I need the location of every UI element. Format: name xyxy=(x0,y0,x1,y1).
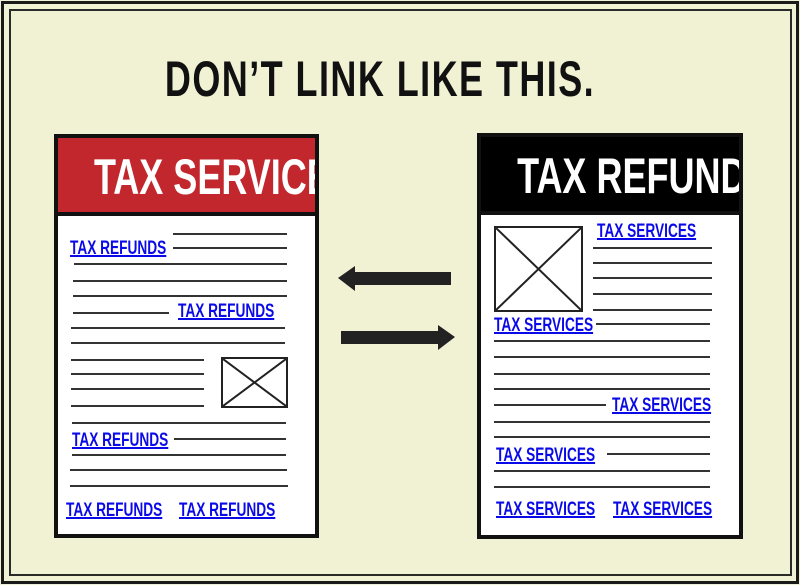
text-line xyxy=(71,405,204,407)
text-line xyxy=(593,277,712,279)
link-tax-services[interactable]: TAX SERVICES xyxy=(494,315,594,336)
link-tax-services[interactable]: TAX SERVICES xyxy=(597,221,697,242)
text-line xyxy=(72,422,286,424)
image-placeholder-icon xyxy=(221,357,288,408)
page-header: TAX SERVICES xyxy=(58,138,315,216)
diagram-title: DON’T LINK LIKE THIS. xyxy=(164,51,596,107)
text-line xyxy=(593,247,712,249)
arrow-left-icon xyxy=(338,266,451,291)
link-tax-refunds[interactable]: TAX REFUNDS xyxy=(66,500,163,521)
text-line xyxy=(73,312,169,314)
tax-services-page: TAX SERVICES xyxy=(54,134,319,538)
text-line xyxy=(494,356,710,358)
text-line xyxy=(73,295,287,297)
page-header: TAX REFUNDS xyxy=(481,137,739,215)
arrow-right-icon xyxy=(341,325,455,350)
link-tax-services[interactable]: TAX SERVICES xyxy=(612,395,712,416)
page-header-title: TAX REFUNDS xyxy=(517,148,739,204)
text-line xyxy=(71,373,204,375)
text-line xyxy=(173,247,287,249)
text-line xyxy=(494,486,710,488)
text-line xyxy=(494,436,710,438)
inner-frame xyxy=(9,9,792,576)
link-tax-refunds[interactable]: TAX REFUNDS xyxy=(178,301,275,322)
text-line xyxy=(596,323,710,325)
text-line xyxy=(593,262,712,264)
link-tax-services[interactable]: TAX SERVICES xyxy=(496,499,596,520)
image-placeholder-icon xyxy=(494,226,583,312)
text-line xyxy=(593,293,712,295)
page-header-title: TAX SERVICES xyxy=(93,149,315,205)
link-tax-refunds[interactable]: TAX REFUNDS xyxy=(70,238,167,259)
text-line xyxy=(494,421,710,423)
text-line xyxy=(494,373,710,375)
link-tax-refunds[interactable]: TAX REFUNDS xyxy=(72,430,169,451)
text-line xyxy=(70,485,288,487)
text-line xyxy=(74,263,287,265)
text-line xyxy=(71,388,204,390)
text-line xyxy=(494,340,710,342)
text-line xyxy=(73,280,287,282)
text-line xyxy=(173,233,287,235)
text-line xyxy=(494,470,710,472)
text-line xyxy=(72,454,286,456)
text-line xyxy=(71,342,285,344)
tax-refunds-page: TAX REFUNDS xyxy=(477,133,743,539)
text-line xyxy=(70,469,287,471)
link-tax-services[interactable]: TAX SERVICES xyxy=(613,499,713,520)
link-tax-services[interactable]: TAX SERVICES xyxy=(496,445,596,466)
text-line xyxy=(494,404,606,406)
text-line xyxy=(593,309,712,311)
text-line xyxy=(71,327,285,329)
text-line xyxy=(494,388,710,390)
text-line xyxy=(71,359,204,361)
link-tax-refunds[interactable]: TAX REFUNDS xyxy=(179,500,276,521)
text-line xyxy=(607,453,710,455)
text-line xyxy=(174,438,286,440)
